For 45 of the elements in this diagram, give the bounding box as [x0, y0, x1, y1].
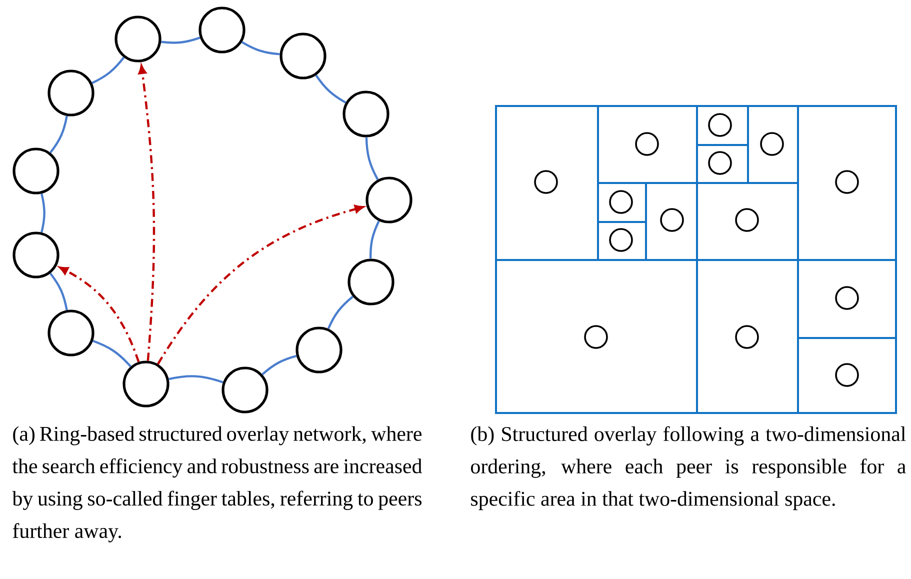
peer-circle: [280, 32, 326, 80]
peer-circle: [222, 366, 268, 414]
peer-circle: [122, 360, 170, 408]
peer-circle: [609, 190, 633, 214]
finger-arrow: [138, 65, 156, 361]
caption: (b) Structured overlay following a two-dimensional ordering, where each peer is responsible for a specific area in that two-dimensional space.: [471, 426, 906, 510]
ring-arc: [92, 56, 125, 84]
peer-circle: [12, 148, 60, 194]
peer-circle: [296, 326, 342, 374]
ring-arc: [168, 375, 224, 384]
peer-circle: [660, 208, 684, 232]
caption: (a) Ring-based structured overlay network, where the search efficiency and robustness are increased by using so-called finger tables, referring to peers further away.: [12, 426, 422, 542]
ring-arc: [369, 220, 380, 259]
peer-circle: [584, 325, 608, 349]
peer-circle: [835, 363, 859, 387]
ring-arc: [40, 193, 46, 233]
peer-circle: [12, 232, 60, 278]
ring-arc: [327, 296, 354, 330]
peer-circle: [635, 132, 659, 156]
peer-circle: [534, 170, 558, 194]
finger-arrow: [157, 204, 364, 365]
peer-circle: [48, 310, 94, 356]
peer-circle: [708, 113, 732, 137]
ring-arc: [315, 74, 346, 104]
peer-circle: [760, 132, 784, 156]
peer-circle: [708, 151, 732, 175]
peer-circle: [348, 258, 394, 306]
peer-circle: [342, 90, 390, 138]
ring-arc: [161, 36, 200, 44]
ring-arc: [241, 41, 280, 56]
ring-arc: [92, 340, 132, 368]
peer-circle: [48, 70, 94, 116]
ring-arc: [262, 354, 297, 376]
peer-circle: [366, 176, 412, 224]
finger-arrow: [59, 266, 140, 362]
peer-circle: [835, 170, 859, 194]
peer-circle: [735, 208, 759, 232]
peer-circle: [198, 6, 246, 54]
peer-circle: [114, 16, 162, 62]
peer-circle: [735, 325, 759, 349]
peer-circle: [609, 228, 633, 252]
peer-circle: [835, 286, 859, 310]
ring-arc: [50, 116, 68, 154]
ring-arc: [365, 137, 379, 180]
ring-arc: [49, 272, 68, 310]
